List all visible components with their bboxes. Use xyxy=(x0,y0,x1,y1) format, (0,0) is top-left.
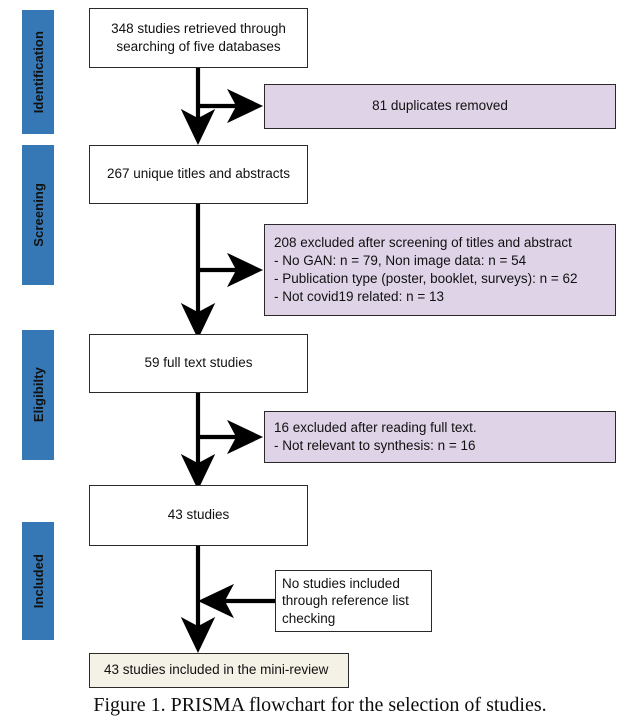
stage-label-screening: Screening xyxy=(30,183,46,247)
stage-bar-eligibility: Eligibilty xyxy=(22,330,54,460)
reference-list-text: No studies included through reference li… xyxy=(282,575,425,628)
duplicates-removed-text: 81 duplicates removed xyxy=(372,98,508,114)
full-text-excluded-line-1: 16 excluded after reading full text. xyxy=(274,419,477,435)
full-text-assessed-text: 59 full text studies xyxy=(144,355,253,371)
stage-label-identification: Identification xyxy=(30,30,46,114)
reference-list-line-3: checking xyxy=(282,610,336,626)
unique-records-text: 267 unique titles and abstracts xyxy=(106,166,291,182)
node-records-identified: 348 studies retrieved through searching … xyxy=(89,8,308,68)
node-studies-remaining: 43 studies xyxy=(89,485,308,546)
node-duplicates-removed: 81 duplicates removed xyxy=(264,84,616,129)
node-screening-excluded: 208 excluded after screening of titles a… xyxy=(264,224,616,316)
studies-remaining-text: 43 studies xyxy=(167,507,230,523)
screening-excluded-line-1: 208 excluded after screening of titles a… xyxy=(274,234,572,250)
records-identified-text: 348 studies retrieved through searching … xyxy=(98,20,299,56)
figure-caption: Figure 1. PRISMA flowchart for the selec… xyxy=(93,694,547,716)
stage-bar-included: Included xyxy=(22,522,54,640)
node-included-final: 43 studies included in the mini-review xyxy=(89,653,349,688)
included-final-text: 43 studies included in the mini-review xyxy=(104,662,329,678)
records-identified-line-2: searching of five databases xyxy=(116,39,281,54)
full-text-excluded-text: 16 excluded after reading full text. - N… xyxy=(274,419,606,455)
screening-excluded-text: 208 excluded after screening of titles a… xyxy=(274,234,606,307)
stage-label-eligibility: Eligibilty xyxy=(30,367,46,423)
reference-list-line-1: No studies included xyxy=(282,575,400,591)
records-identified-line-1: 348 studies retrieved through xyxy=(111,20,286,36)
screening-excluded-line-4: - Not covid19 related: n = 13 xyxy=(274,289,444,305)
screening-excluded-line-3: - Publication type (poster, booklet, sur… xyxy=(274,271,578,286)
full-text-excluded-line-2: - Not relevant to synthesis: n = 16 xyxy=(274,438,476,453)
node-unique-records: 267 unique titles and abstracts xyxy=(89,145,308,204)
node-full-text-assessed: 59 full text studies xyxy=(89,334,308,393)
node-full-text-excluded: 16 excluded after reading full text. - N… xyxy=(264,411,616,463)
screening-excluded-line-2: - No GAN: n = 79, Non image data: n = 54 xyxy=(274,252,527,268)
stage-bar-screening: Screening xyxy=(22,145,54,285)
stage-label-included: Included xyxy=(30,553,46,609)
reference-list-line-2: through reference list xyxy=(282,593,409,609)
stage-bar-identification: Identification xyxy=(22,10,54,134)
node-reference-list-checking: No studies included through reference li… xyxy=(275,570,432,632)
